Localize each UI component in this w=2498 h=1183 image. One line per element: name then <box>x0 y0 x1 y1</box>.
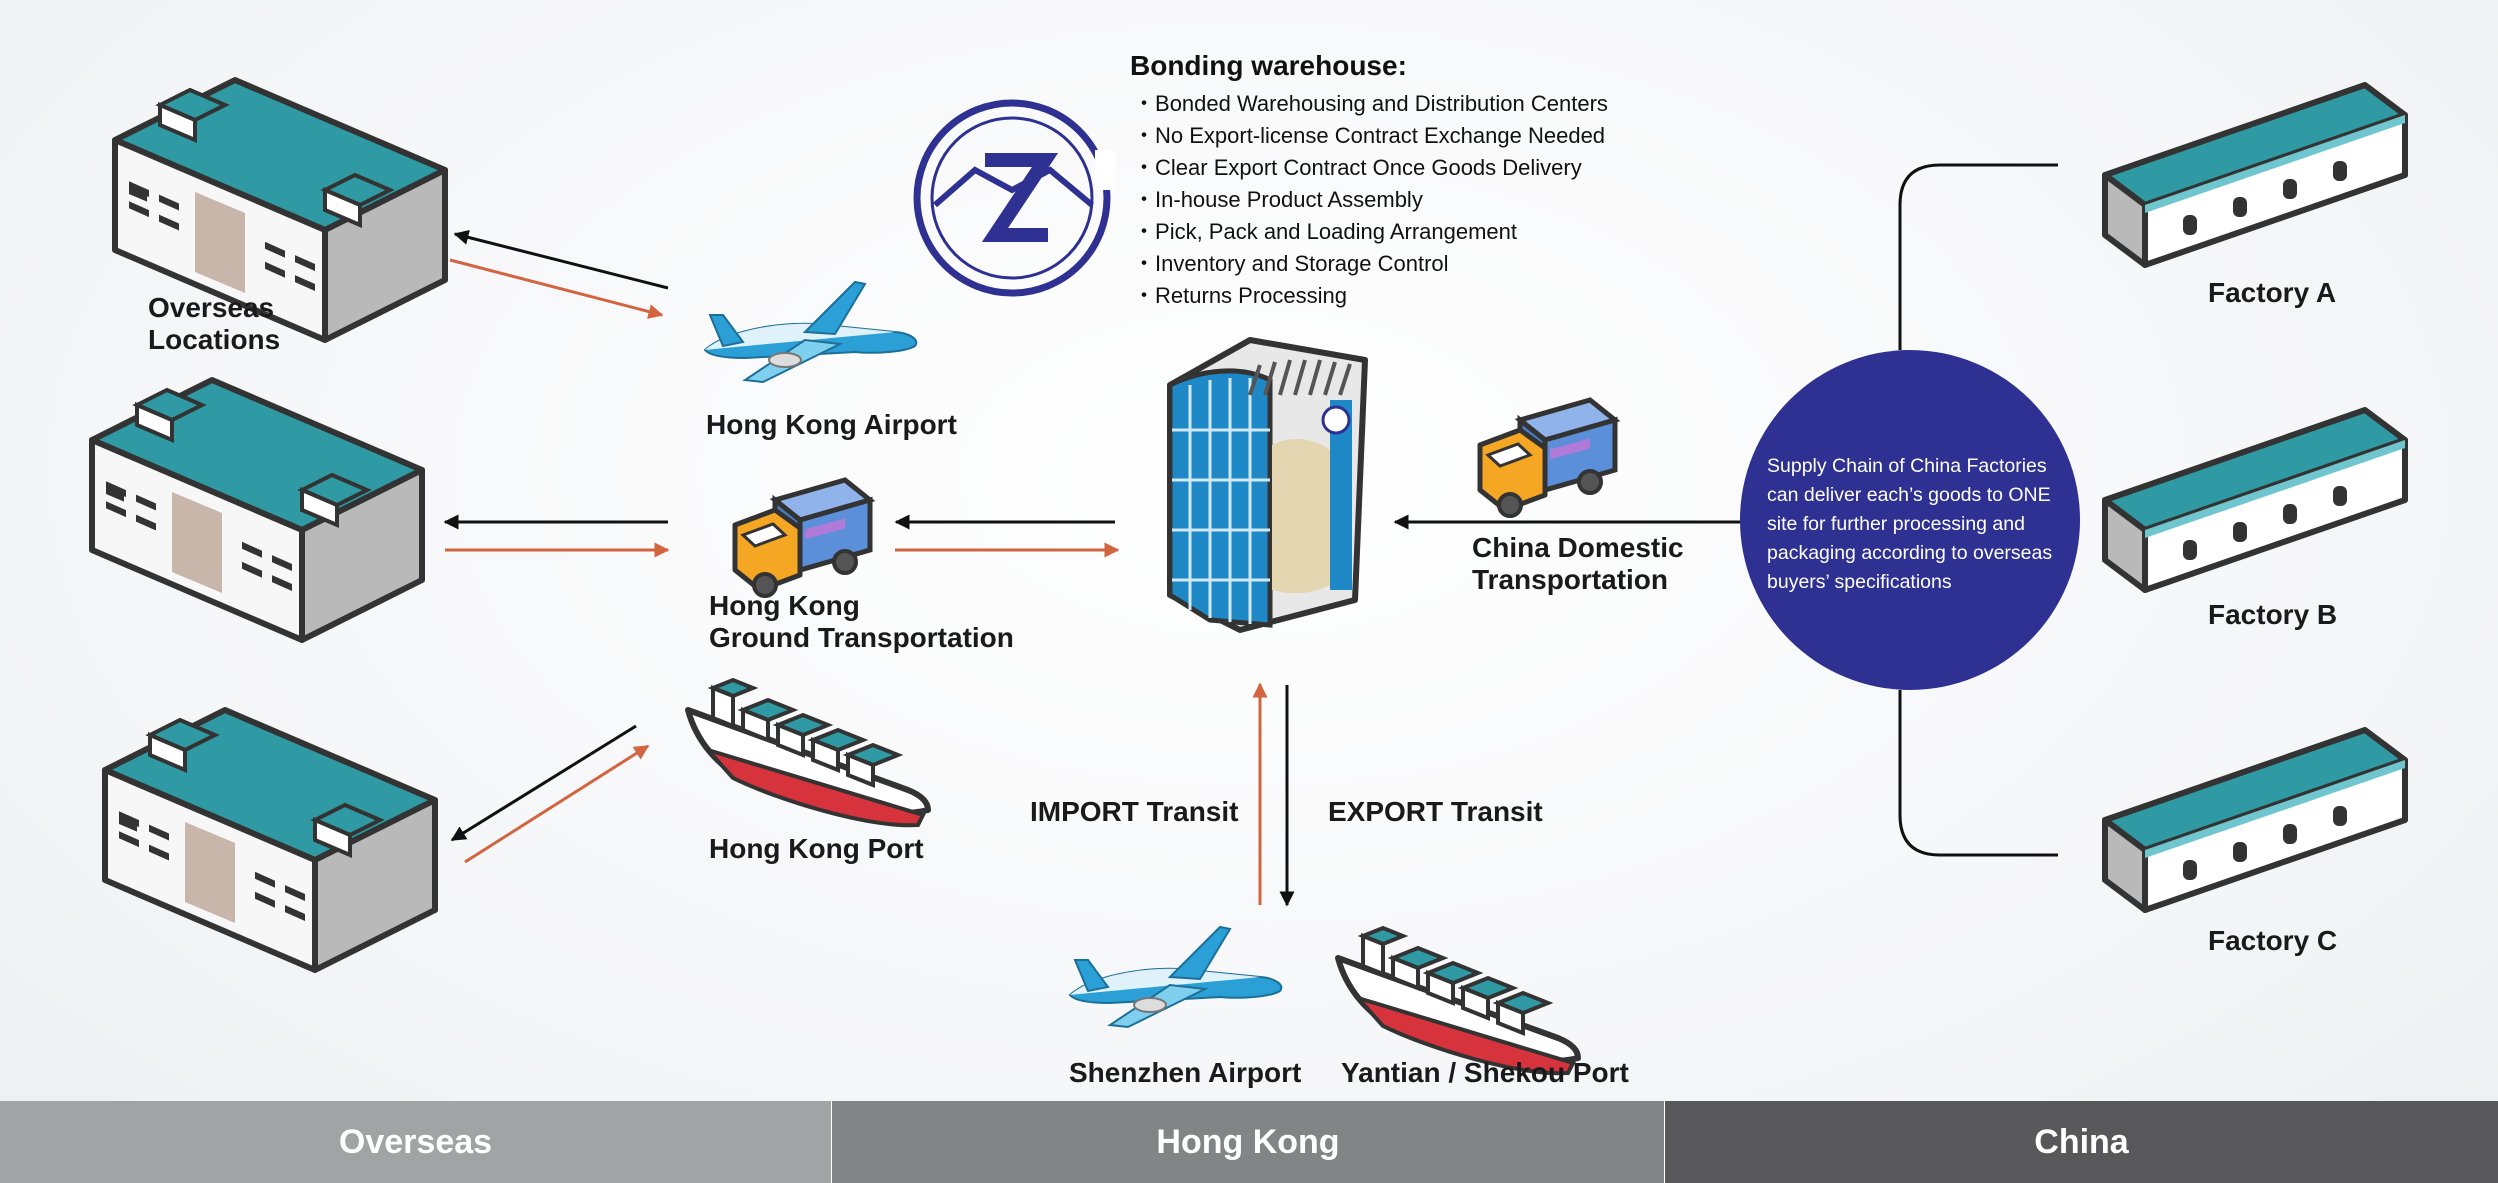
region-bar-overseas: Overseas <box>0 1101 831 1183</box>
overseas-label-line1: Overseas <box>148 292 275 323</box>
bonding-item: No Export-license Contract Exchange Need… <box>1133 120 1608 152</box>
hk-ground-label: Hong Kong Ground Transportation <box>709 590 1014 654</box>
china-domestic-label: China Domestic Transportation <box>1472 532 1684 596</box>
bonding-item: Returns Processing <box>1133 280 1608 312</box>
hk-cargo-ship-icon <box>688 680 928 825</box>
china-domestic-line1: China Domestic <box>1472 532 1684 563</box>
hk-airplane-icon <box>704 281 918 383</box>
shenzhen-airplane-icon <box>1069 926 1283 1028</box>
yantian-port-label: Yantian / Shekou Port <box>1341 1057 1629 1088</box>
company-logo-icon <box>913 99 1115 297</box>
factory-b-icon <box>2105 410 2405 590</box>
bonding-item: Pick, Pack and Loading Arrangement <box>1133 216 1608 248</box>
region-bar-china: China <box>1665 1101 2498 1183</box>
bonding-item: Clear Export Contract Once Goods Deliver… <box>1133 152 1608 184</box>
bonding-warehouse-title: Bonding warehouse: <box>1130 50 1407 81</box>
hk-truck-icon <box>735 480 870 596</box>
import-transit-label: IMPORT Transit <box>1030 796 1239 827</box>
factory-c-icon <box>2105 730 2405 910</box>
region-bar-hong-kong: Hong Kong <box>832 1101 1664 1183</box>
bonded-warehouse-tower-icon <box>1167 337 1368 633</box>
region-divider <box>1664 1101 1665 1183</box>
factory-c-label: Factory C <box>2208 925 2338 956</box>
overseas-warehouse-icon-3 <box>105 710 435 970</box>
hk-port-label: Hong Kong Port <box>709 833 924 864</box>
hk-ground-line1: Hong Kong <box>709 590 860 621</box>
overseas-locations-label: Overseas Locations <box>148 292 280 356</box>
factory-a-label: Factory A <box>2208 277 2337 308</box>
factory-b-label: Factory B <box>2208 599 2338 630</box>
supply-chain-text: Supply Chain of China Factories can deli… <box>1767 455 2053 593</box>
bonding-item: Inventory and Storage Control <box>1133 248 1608 280</box>
china-domestic-line2: Transportation <box>1472 564 1669 595</box>
overseas-warehouse-icon-2 <box>92 380 422 640</box>
logistics-diagram <box>0 0 2498 1101</box>
china-truck-icon <box>1480 400 1615 516</box>
bonding-item: In-house Product Assembly <box>1133 184 1608 216</box>
supply-chain-circle <box>1740 350 2080 690</box>
overseas-label-line2: Locations <box>148 324 281 355</box>
bonding-warehouse-list: Bonded Warehousing and Distribution Cent… <box>1133 88 1608 312</box>
hk-airport-label: Hong Kong Airport <box>706 409 957 440</box>
hk-ground-line2: Ground Transportation <box>709 622 1014 653</box>
bonding-item: Bonded Warehousing and Distribution Cent… <box>1133 88 1608 120</box>
shenzhen-airport-label: Shenzhen Airport <box>1069 1057 1302 1088</box>
region-divider <box>831 1101 832 1183</box>
factory-a-icon <box>2105 85 2405 265</box>
export-transit-label: EXPORT Transit <box>1328 796 1543 827</box>
yantian-cargo-ship-icon <box>1338 928 1578 1073</box>
